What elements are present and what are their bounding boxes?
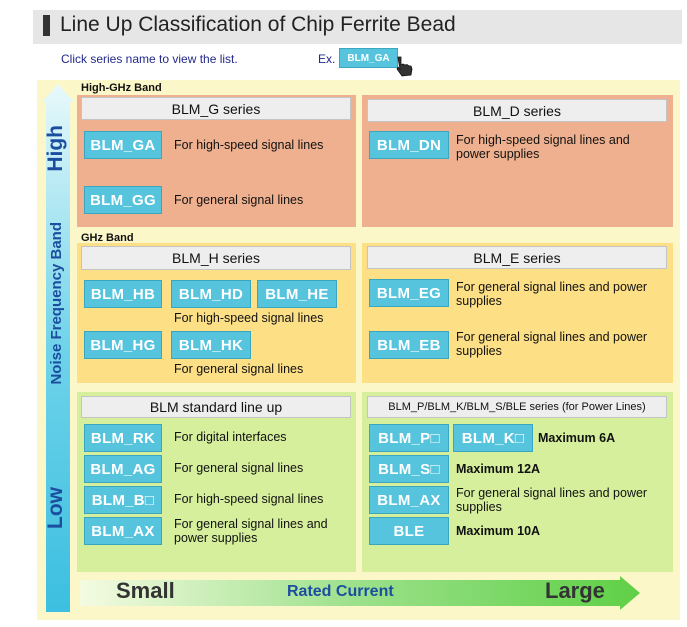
blm-h-high-speed-description: For high-speed signal lines <box>174 311 324 325</box>
axis-large-label: Large <box>545 578 605 603</box>
blm-b-description: For high-speed signal lines <box>174 492 324 506</box>
blm-dn-description: For high-speed signal lines and power su… <box>456 133 630 161</box>
blm-he-button[interactable]: BLM_HE <box>257 280 337 308</box>
axis-low-label: Low <box>44 487 67 529</box>
blm-ag-button[interactable]: BLM_AG <box>84 455 162 483</box>
blm-d-series-header[interactable]: BLM_D series <box>367 99 667 122</box>
blm-g-series-header[interactable]: BLM_G series <box>81 97 351 120</box>
example-label: Ex. <box>318 52 336 66</box>
blm-hg-button[interactable]: BLM_HG <box>84 331 162 359</box>
blm-eg-description: For general signal lines and power suppl… <box>456 280 648 308</box>
example-button: BLM_GA <box>339 48 398 68</box>
blm-power-series-header[interactable]: BLM_P/BLM_K/BLM_S/BLE series (for Power … <box>367 396 667 418</box>
blm-s-button[interactable]: BLM_S□ <box>369 455 449 483</box>
blm-rk-description: For digital interfaces <box>174 430 287 444</box>
blm-gg-button[interactable]: BLM_GG <box>84 186 162 214</box>
title-marker <box>43 15 50 36</box>
blm-hd-button[interactable]: BLM_HD <box>171 280 251 308</box>
blm-ax-power-button[interactable]: BLM_AX <box>369 486 449 514</box>
hint-text: Click series name to view the list. <box>61 52 238 66</box>
blm-e-series-header[interactable]: BLM_E series <box>367 246 667 269</box>
hand-cursor-icon <box>396 56 413 77</box>
blm-ax-power-description: For general signal lines and power suppl… <box>456 486 648 514</box>
page-title: Line Up Classification of Chip Ferrite B… <box>60 13 456 36</box>
axis-high-label: High <box>44 125 67 172</box>
blm-h-general-description: For general signal lines <box>174 362 304 376</box>
blm-s-max-current: Maximum 12A <box>456 462 541 476</box>
blm-eg-button[interactable]: BLM_EG <box>369 279 449 307</box>
blm-k-button[interactable]: BLM_K□ <box>453 424 533 452</box>
title-bar <box>33 10 682 44</box>
blm-pk-max-current: Maximum 6A <box>538 431 616 445</box>
blm-ax-description: For general signal lines and power suppl… <box>174 517 328 545</box>
blm-ga-description: For high-speed signal lines <box>174 138 324 152</box>
band-label-high-ghz: High-GHz Band <box>81 82 162 94</box>
blm-ax-button[interactable]: BLM_AX <box>84 517 162 545</box>
noise-frequency-axis-arrow <box>42 84 74 612</box>
blm-eb-button[interactable]: BLM_EB <box>369 331 449 359</box>
band-label-ghz: GHz Band <box>81 232 134 244</box>
blm-eb-description: For general signal lines and power suppl… <box>456 330 648 358</box>
blm-hb-button[interactable]: BLM_HB <box>84 280 162 308</box>
blm-p-button[interactable]: BLM_P□ <box>369 424 449 452</box>
blm-h-series-header[interactable]: BLM_H series <box>81 246 351 270</box>
blm-b-button[interactable]: BLM_B□ <box>84 486 162 514</box>
axis-noise-frequency-title: Noise Frequency Band <box>48 222 65 385</box>
axis-small-label: Small <box>116 578 175 603</box>
rated-current-axis-arrow <box>80 576 640 610</box>
blm-gg-description: For general signal lines <box>174 193 304 207</box>
blm-power-series-header-note: (for Power Lines) <box>561 401 646 413</box>
axis-rated-current-title: Rated Current <box>287 583 394 600</box>
ble-max-current: Maximum 10A <box>456 524 541 538</box>
blm-standard-lineup-header[interactable]: BLM standard line up <box>81 396 351 418</box>
blm-ga-button[interactable]: BLM_GA <box>84 131 162 159</box>
blm-hk-button[interactable]: BLM_HK <box>171 331 251 359</box>
ble-button[interactable]: BLE <box>369 517 449 545</box>
blm-power-series-header-title: BLM_P/BLM_K/BLM_S/BLE series <box>388 401 559 413</box>
blm-rk-button[interactable]: BLM_RK <box>84 424 162 452</box>
blm-dn-button[interactable]: BLM_DN <box>369 131 449 159</box>
blm-ag-description: For general signal lines <box>174 461 304 475</box>
